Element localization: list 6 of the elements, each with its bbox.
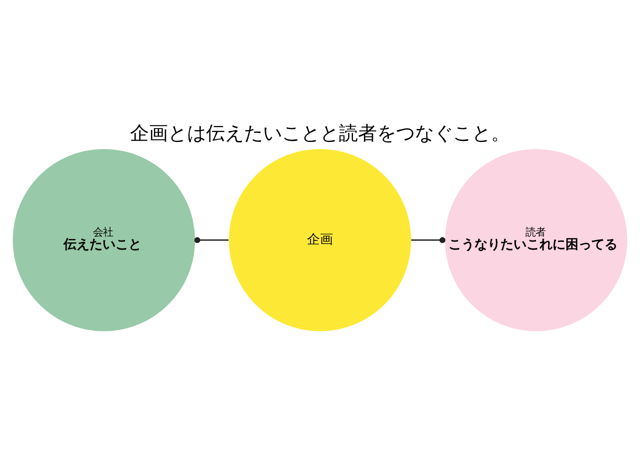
node-circle: 企画 [228, 148, 412, 331]
node-circle: 読者 こうなりたいこれに困ってる [444, 148, 628, 331]
connector [411, 236, 446, 243]
diagram-title: 企画とは伝えたいことと読者をつなぐこと。 [130, 123, 510, 144]
connector [194, 236, 229, 243]
node-circle: 会社 伝えたいこと [12, 148, 196, 331]
